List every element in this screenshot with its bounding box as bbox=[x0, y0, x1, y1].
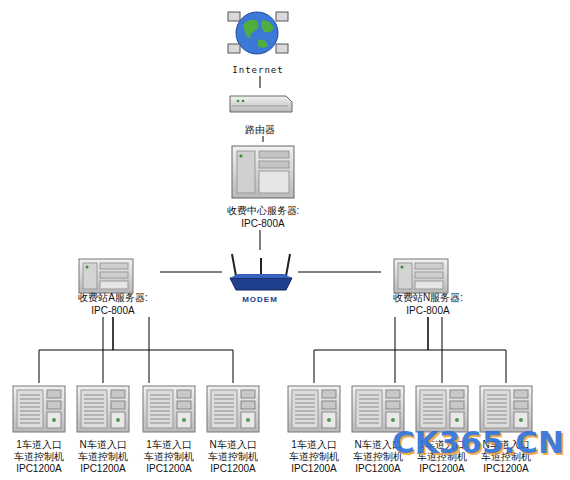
network-link bbox=[260, 76, 261, 88]
network-link bbox=[160, 272, 222, 273]
center-server-node: 收费中心服务器:IPC-800A bbox=[205, 142, 321, 230]
node-label: 收费站N服务器: bbox=[393, 291, 463, 304]
lane-controller bbox=[13, 386, 65, 432]
node-label: IPC1200A bbox=[291, 463, 337, 475]
lane-controller-node: 1车道入口车道控制机IPC1200A bbox=[8, 383, 70, 475]
node-label: Internet bbox=[232, 65, 283, 76]
node-label: IPC1200A bbox=[80, 463, 126, 475]
network-link bbox=[395, 317, 396, 383]
node-label: 1车道入口 bbox=[146, 439, 192, 451]
network-link bbox=[314, 317, 428, 383]
node-label: IPC1200A bbox=[146, 463, 192, 475]
node-label: 1车道入口 bbox=[16, 439, 62, 451]
network-link bbox=[263, 136, 264, 142]
node-label: 车道控制机 bbox=[208, 451, 258, 463]
lane-controller bbox=[207, 386, 259, 432]
network-link bbox=[428, 317, 506, 383]
node-label: N车道入口 bbox=[79, 439, 126, 451]
node-label: IPC-800A bbox=[241, 217, 284, 230]
modem-device bbox=[230, 254, 292, 290]
lane-controller-node: 1车道入口车道控制机IPC1200A bbox=[138, 383, 200, 475]
internet-node: Internet bbox=[222, 6, 294, 76]
lane-controller-node: N车道入口车道控制机IPC1200A bbox=[72, 383, 134, 475]
node-label: 车道控制机 bbox=[289, 451, 339, 463]
network-link bbox=[298, 272, 381, 273]
node-label: 车道控制机 bbox=[78, 451, 128, 463]
node-label: 车道控制机 bbox=[14, 451, 64, 463]
node-label: IPC1200A bbox=[483, 463, 529, 475]
lane-controller-node: 1车道入口车道控制机IPC1200A bbox=[283, 383, 345, 475]
watermark: CK365.CN bbox=[392, 424, 564, 460]
network-link bbox=[442, 317, 443, 383]
network-link bbox=[103, 317, 104, 383]
station-server-node: 收费站N服务器:IPC-800A bbox=[381, 255, 475, 317]
station-server bbox=[79, 259, 133, 293]
node-label: 收费中心服务器: bbox=[227, 204, 300, 217]
lane-controller-node: N车道入口车道控制机IPC1200A bbox=[202, 383, 264, 475]
modem-node: MODEM bbox=[222, 250, 298, 305]
node-label: IPC1200A bbox=[16, 463, 62, 475]
lane-controller bbox=[288, 386, 340, 432]
node-label: 路由器 bbox=[245, 123, 275, 136]
node-label: 收费站A服务器: bbox=[78, 291, 147, 304]
node-label: N车道入口 bbox=[209, 439, 256, 451]
network-link bbox=[260, 230, 261, 250]
node-label: IPC-800A bbox=[406, 304, 449, 317]
node-label: IPC1200A bbox=[419, 463, 465, 475]
lane-controller bbox=[143, 386, 195, 432]
center-server bbox=[232, 146, 294, 198]
node-label: MODEM bbox=[242, 295, 278, 305]
internet-globe bbox=[228, 12, 288, 54]
node-label: IPC-800A bbox=[91, 304, 134, 317]
network-link bbox=[113, 317, 233, 383]
node-label: IPC1200A bbox=[210, 463, 256, 475]
router-node: 路由器 bbox=[225, 88, 295, 136]
network-link bbox=[39, 317, 113, 383]
node-label: IPC1200A bbox=[355, 463, 401, 475]
router-device bbox=[230, 96, 292, 112]
node-label: 车道控制机 bbox=[144, 451, 194, 463]
station-server-node: 收费站A服务器:IPC-800A bbox=[66, 255, 160, 317]
station-server bbox=[394, 259, 448, 293]
lane-controller bbox=[77, 386, 129, 432]
network-link bbox=[149, 317, 150, 383]
node-label: 1车道入口 bbox=[291, 439, 337, 451]
